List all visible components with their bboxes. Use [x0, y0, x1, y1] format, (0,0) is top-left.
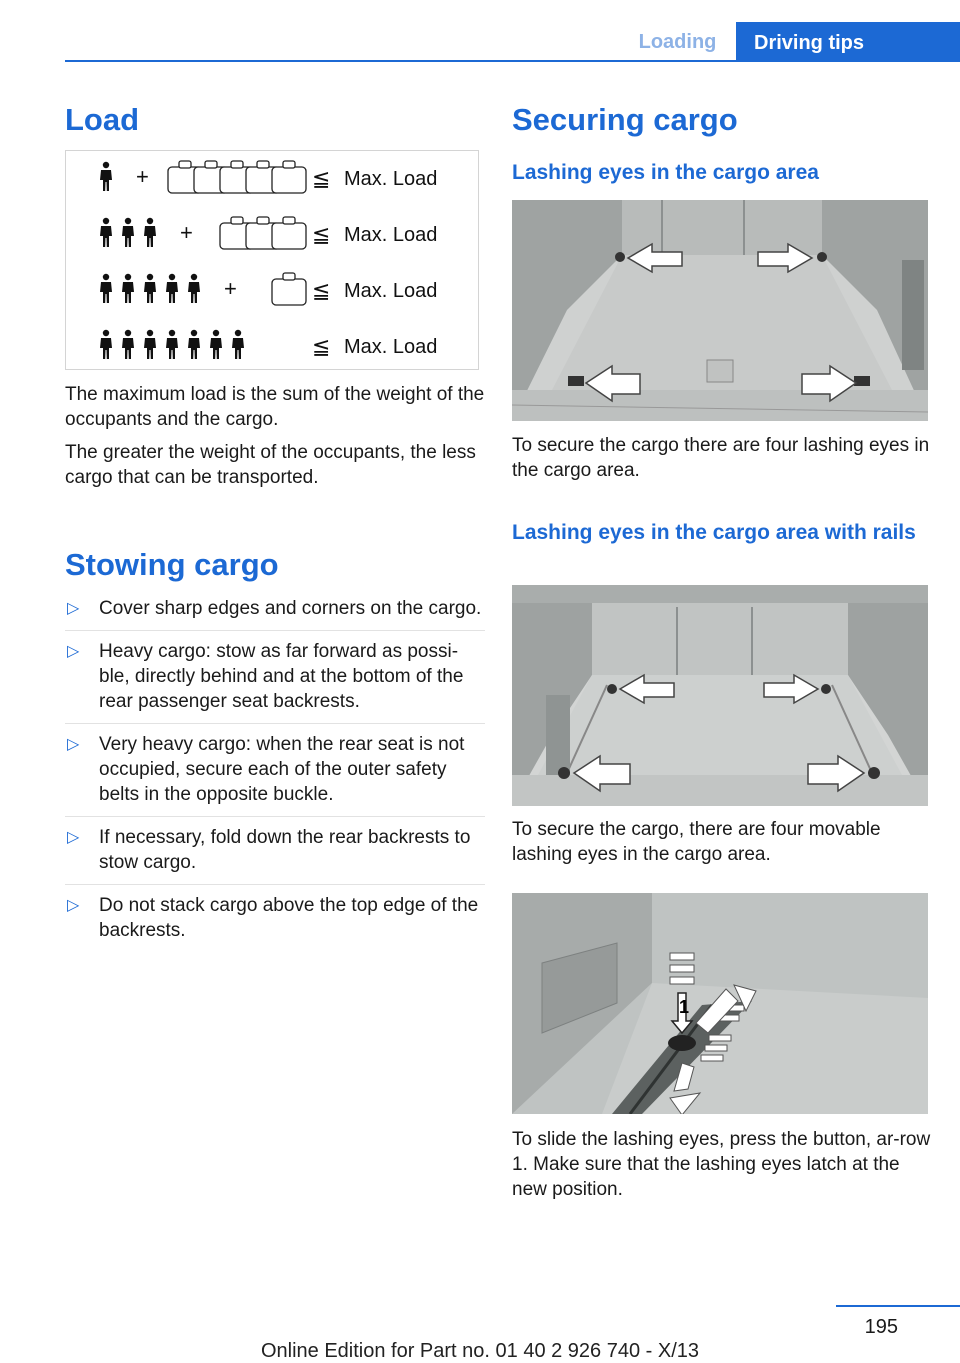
person-icon	[144, 273, 156, 303]
person-icon	[210, 329, 222, 359]
person-icon	[100, 329, 112, 359]
load-paragraph-1: The maximum load is the sum of the weigh…	[65, 384, 485, 430]
stowing-heading: Stowing cargo	[65, 547, 279, 582]
lashing-eyes-rails-text: To secure the cargo, there are four mova…	[512, 819, 881, 865]
suitcase-icon	[271, 216, 307, 250]
page-number: 195	[864, 1316, 898, 1338]
person-icon	[100, 217, 112, 247]
securing-heading: Securing cargo	[512, 102, 738, 137]
max-load-label: Max. Load	[344, 336, 437, 358]
cargo-area-photo	[512, 200, 928, 421]
list-item: ▷Do not stack cargo above the top edge o…	[67, 895, 479, 941]
person-icon	[232, 329, 244, 359]
arrow-icon	[584, 242, 858, 403]
list-item: ▷Cover sharp edges and corners on the ca…	[65, 594, 485, 631]
lashing-eyes-rails-subheading: Lashing eyes in the cargo area with rail…	[512, 521, 916, 544]
list-item: ▷Very heavy cargo: when the rear seat is…	[65, 730, 485, 817]
person-icon	[100, 273, 112, 303]
lashing-eye-button-photo: 1	[512, 893, 928, 1114]
person-icon	[144, 217, 156, 247]
less-equal-symbol: ≦	[312, 279, 330, 304]
max-load-label: Max. Load	[344, 280, 437, 302]
triangle-bullet-icon: ▷	[67, 643, 80, 660]
less-equal-symbol: ≦	[312, 223, 330, 248]
triangle-bullet-icon: ▷	[67, 829, 80, 846]
arrow-icon	[572, 673, 866, 793]
plus-sign: +	[180, 220, 193, 245]
person-icon	[144, 329, 156, 359]
header-rule	[65, 60, 960, 62]
callout-number-1: 1	[679, 997, 689, 1017]
footer-rule	[836, 1305, 960, 1307]
header-tab-driving-tips: Driving tips	[736, 22, 960, 62]
plus-sign: +	[136, 164, 149, 189]
callout-arrow-icon	[670, 992, 694, 1035]
person-icon	[188, 329, 200, 359]
less-equal-symbol: ≦	[312, 335, 330, 360]
person-icon	[100, 161, 112, 191]
header-tab-loading: Loading	[638, 31, 717, 53]
less-equal-symbol: ≦	[312, 167, 330, 192]
triangle-bullet-icon: ▷	[67, 600, 80, 617]
max-load-diagram: + ≦ Max. Load + ≦ Max. Load + ≦ Max. Load ≦ Max. L…	[100, 160, 437, 360]
triangle-bullet-icon: ▷	[67, 736, 80, 753]
load-paragraph-2: The greater the weight of the occupants,…	[65, 442, 476, 488]
lashing-eyes-subheading: Lashing eyes in the cargo area	[512, 161, 819, 184]
person-icon	[188, 273, 200, 303]
person-icon	[122, 273, 134, 303]
person-icon	[166, 273, 178, 303]
person-icon	[166, 329, 178, 359]
edition-note: Online Edition for Part no. 01 40 2 926 …	[260, 1340, 700, 1362]
triangle-bullet-icon: ▷	[67, 897, 80, 914]
cargo-area-rails-photo	[512, 585, 928, 806]
plus-sign: +	[224, 276, 237, 301]
load-heading: Load	[65, 102, 140, 137]
max-load-label: Max. Load	[344, 168, 437, 190]
list-item: ▷Heavy cargo: stow as far forward as pos…	[65, 637, 485, 724]
person-icon	[122, 217, 134, 247]
stowing-list: ▷Cover sharp edges and corners on the ca…	[65, 594, 485, 958]
slide-lashing-eyes-text: To slide the lashing eyes, press the but…	[512, 1129, 931, 1200]
suitcase-icon	[271, 160, 307, 194]
lashing-eyes-text: To secure the cargo there are four lashi…	[512, 435, 930, 481]
max-load-label: Max. Load	[344, 224, 437, 246]
list-item: ▷If necessary, fold down the rear backre…	[65, 823, 485, 885]
max-load-figure: + ≦ Max. Load + ≦ Max. Load + ≦ Max. Load ≦ Max. L…	[65, 150, 479, 370]
suitcase-icon	[271, 272, 307, 306]
person-icon	[122, 329, 134, 359]
